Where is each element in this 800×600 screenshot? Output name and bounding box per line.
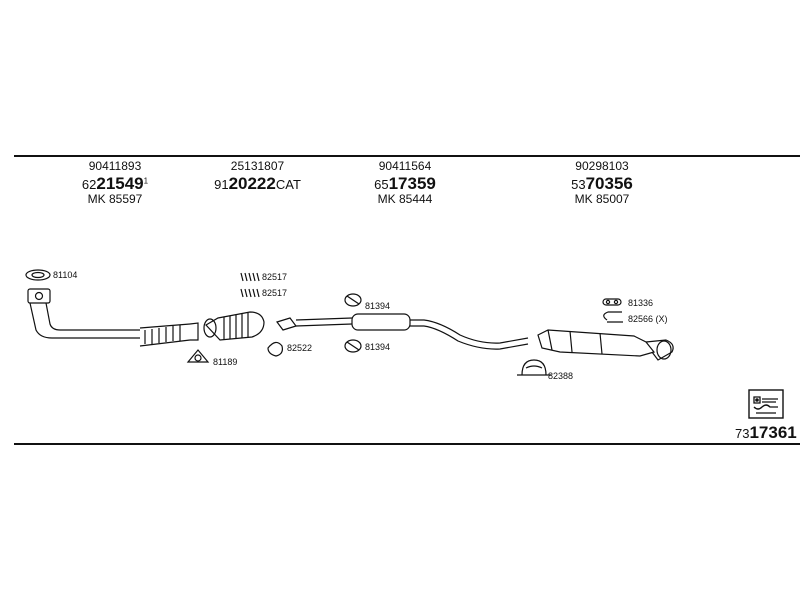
part-catalytic-converter: 25131807 9120222CAT (200, 159, 315, 193)
component-label: 82517 (262, 288, 288, 298)
u-clamp-icon (517, 359, 551, 376)
gasket-icon (186, 349, 210, 363)
oe-number: 25131807 (230, 159, 285, 173)
middle-pipe-shape (276, 313, 529, 350)
mk-number: MK 85007 (574, 192, 630, 207)
gasket-icon (267, 341, 283, 357)
part-code: 62215491 (81, 173, 149, 193)
oe-number: 90298103 (575, 159, 629, 173)
part-code: 5370356 (571, 173, 633, 193)
mk-number: MK 85444 (377, 192, 433, 207)
oe-number: 90411564 (378, 159, 432, 173)
component-label: 81394 (365, 301, 391, 311)
component-label: 81104 (53, 270, 78, 280)
front-pipe-shape (27, 288, 199, 347)
exhaust-set-icon (748, 389, 784, 419)
rubber-mount-icon (602, 298, 622, 306)
component-label: 82522 (287, 343, 313, 353)
top-rule (14, 155, 800, 157)
part-code: 6517359 (374, 173, 436, 193)
clamp-icon (603, 311, 623, 323)
mk-number: MK 85597 (87, 192, 143, 207)
bottom-rule (14, 443, 800, 445)
catalytic-converter-shape (203, 311, 265, 341)
component-label: 82388 (548, 371, 574, 381)
set-number: 7317361 (735, 423, 797, 442)
oe-number: 90411893 (88, 159, 142, 173)
part-rear-silencer: 90298103 5370356 MK 85007 (547, 159, 657, 207)
component-label: 81189 (213, 357, 238, 367)
rear-silencer-shape (537, 329, 674, 361)
part-middle-silencer: 90411564 6517359 MK 85444 (350, 159, 460, 207)
clamp-icon (240, 272, 260, 282)
clamp-icon (240, 288, 260, 298)
part-front-pipe: 90411893 62215491 MK 85597 (60, 159, 170, 207)
component-label: 82566 (X) (628, 314, 668, 324)
hanger-icon (344, 293, 362, 307)
hanger-icon (344, 339, 362, 353)
component-label: 81394 (365, 342, 391, 352)
component-label: 81336 (628, 298, 654, 308)
component-label: 82517 (262, 272, 288, 282)
part-code: 9120222CAT (214, 173, 301, 193)
gasket-icon (25, 269, 51, 281)
